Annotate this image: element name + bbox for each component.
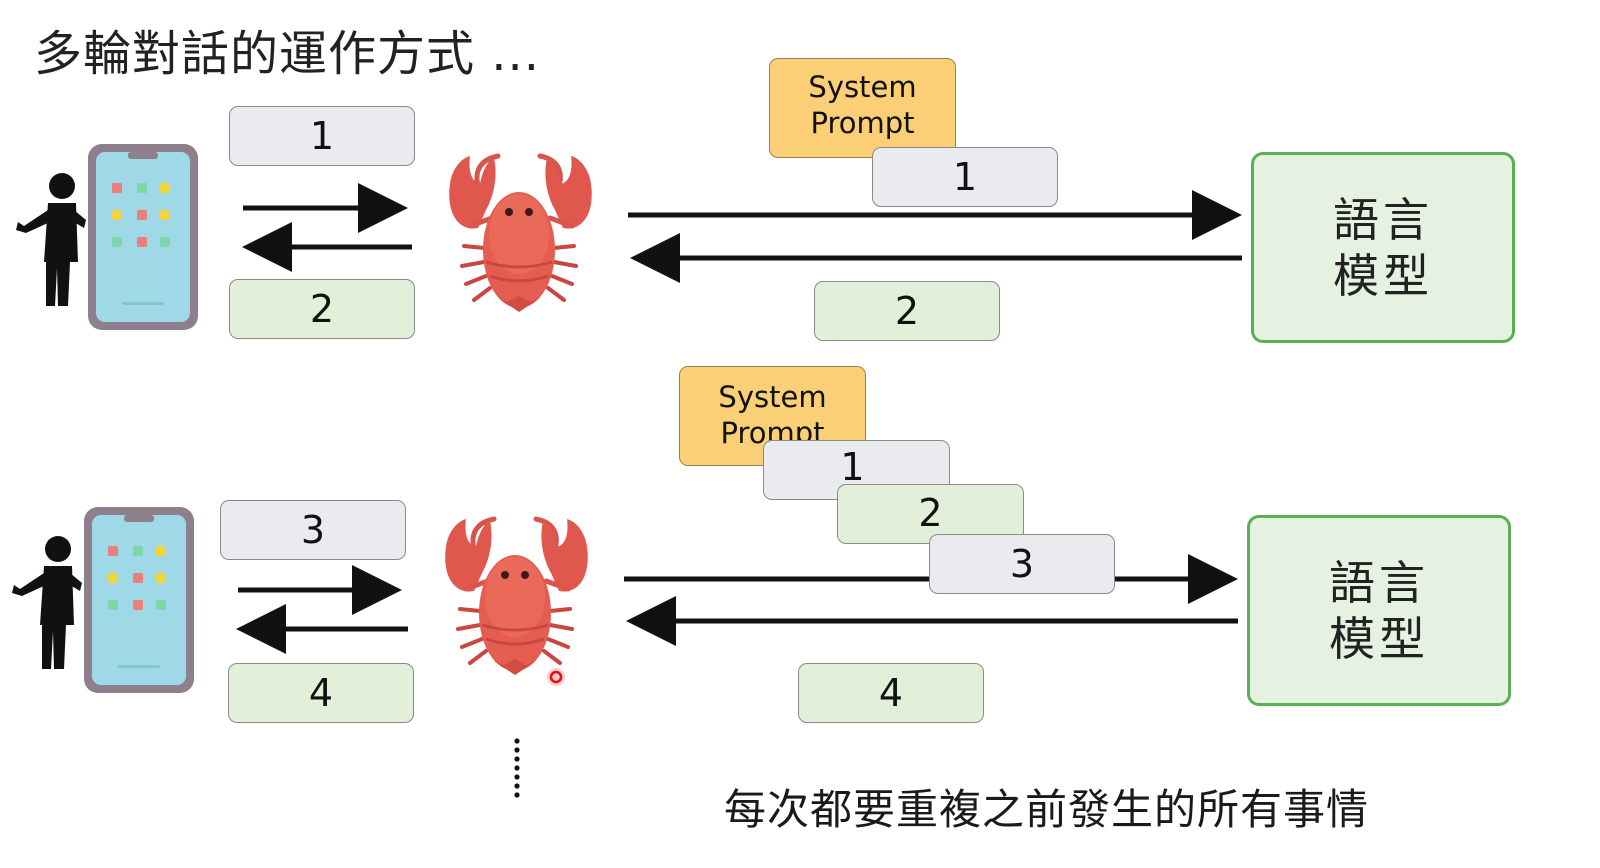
footer-caption: 每次都要重複之前發生的所有事情 [724, 785, 1370, 834]
user-message-box: 3 [220, 500, 406, 560]
message-number: 1 [309, 114, 335, 158]
context-message-box: 3 [929, 534, 1115, 594]
reply-message-box: 4 [228, 663, 414, 723]
system-prompt-box: System Prompt [769, 58, 956, 158]
lobster-icon [449, 156, 592, 312]
system-prompt-line2: Prompt [810, 106, 915, 140]
reply-message-box: 2 [229, 279, 415, 339]
message-number: 1 [952, 155, 978, 199]
message-number: 1 [840, 445, 865, 489]
person-icon [12, 536, 82, 669]
llm-label-line1: 語言 [1333, 192, 1433, 247]
context-message-box: 1 [872, 147, 1058, 207]
smartphone-icon [84, 507, 194, 693]
model-reply-box: 4 [798, 663, 984, 723]
message-number: 4 [878, 671, 904, 715]
llm-label-line2: 模型 [1329, 611, 1429, 666]
message-number: 2 [918, 491, 943, 535]
model-reply-box: 2 [814, 281, 1000, 341]
continuation-dots [514, 738, 520, 798]
smartphone-icon [88, 144, 198, 330]
llm-label-line2: 模型 [1333, 248, 1433, 303]
user-message-box: 1 [229, 106, 415, 166]
message-number: 3 [300, 508, 326, 552]
laser-pointer-dot [547, 668, 565, 686]
person-icon [16, 173, 86, 306]
message-number: 2 [309, 287, 335, 331]
system-prompt-line1: System [808, 70, 917, 104]
message-number: 2 [894, 289, 920, 333]
system-prompt-line1: System [718, 380, 827, 414]
page-title: 多輪對話的運作方式 ... [34, 26, 541, 82]
language-model-box: 語言 模型 [1247, 515, 1511, 706]
llm-label-line1: 語言 [1329, 555, 1429, 610]
message-number: 4 [308, 671, 334, 715]
message-number: 3 [1009, 542, 1035, 586]
language-model-box: 語言 模型 [1251, 152, 1515, 343]
lobster-icon [445, 519, 588, 675]
